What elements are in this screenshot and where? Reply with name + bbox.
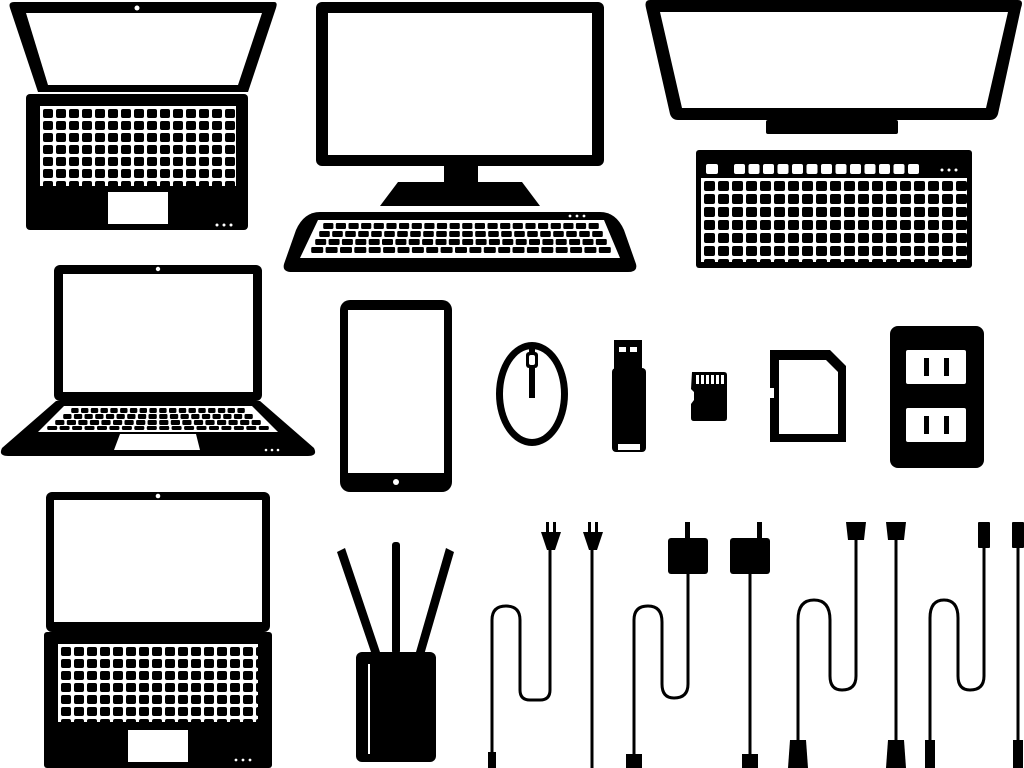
ac-adapter-icon (626, 522, 770, 768)
microsd-card-icon (691, 372, 727, 421)
power-plug-cable-icon (490, 548, 594, 768)
laptop-icon (44, 492, 272, 768)
vga-cable-icon (788, 522, 906, 768)
power-plug-icon (488, 522, 603, 768)
laptop-icon (0, 265, 316, 456)
sd-card-icon (770, 350, 846, 442)
laptop-icon (9, 2, 277, 230)
monitor-icon (645, 0, 1022, 268)
desktop-computer-icon (283, 2, 637, 272)
mouse-icon (496, 342, 568, 446)
wifi-router-icon (337, 542, 454, 762)
usb-cable-icon (925, 522, 1024, 768)
power-outlet-icon (890, 326, 984, 468)
usb-drive-icon (612, 340, 646, 452)
smartphone-icon (340, 300, 452, 492)
